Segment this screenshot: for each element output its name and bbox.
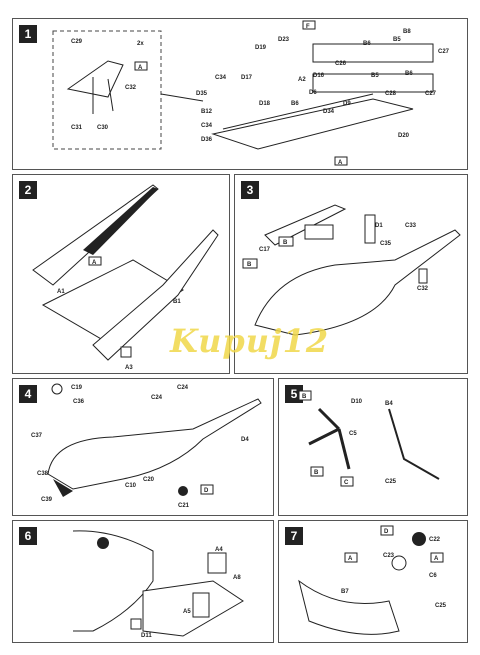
svg-text:C27: C27 xyxy=(438,49,450,55)
step-7-panel: 7 D C22 A C23 A C6 C25 B7 xyxy=(278,520,468,643)
step-5-drawing: B D10 B4 C5 B C C25 xyxy=(298,390,440,487)
svg-text:A: A xyxy=(338,160,343,166)
svg-text:B1: B1 xyxy=(173,299,181,305)
svg-text:D9: D9 xyxy=(343,101,351,107)
svg-text:C24: C24 xyxy=(151,395,163,401)
svg-text:D20: D20 xyxy=(398,133,410,139)
step-2-drawing: A B1 A1 A3 xyxy=(32,184,219,371)
svg-text:D11: D11 xyxy=(141,633,152,639)
svg-text:D34: D34 xyxy=(323,109,335,115)
step-4-drawing: C19 C36 C24 C37 C24 D4 C38 C39 C10 C20 D… xyxy=(31,383,262,509)
svg-text:D23: D23 xyxy=(278,37,290,43)
svg-text:C34: C34 xyxy=(215,75,227,81)
svg-text:A: A xyxy=(434,556,439,562)
svg-text:C36: C36 xyxy=(73,399,85,405)
step-number: 3 xyxy=(241,181,259,199)
svg-text:C31: C31 xyxy=(71,125,83,131)
svg-text:B5: B5 xyxy=(371,73,379,79)
svg-text:B: B xyxy=(302,394,307,400)
svg-text:B8: B8 xyxy=(403,29,411,35)
svg-text:A4: A4 xyxy=(215,547,223,553)
step-4-panel: 4 C19 C36 C24 C37 C24 D4 C38 C39 C10 C20… xyxy=(12,378,274,516)
svg-text:C32: C32 xyxy=(125,85,137,91)
svg-text:A1: A1 xyxy=(57,289,65,295)
svg-text:D17: D17 xyxy=(241,75,253,81)
svg-text:A: A xyxy=(348,556,353,562)
svg-text:D18: D18 xyxy=(259,101,271,107)
svg-text:C39: C39 xyxy=(41,497,53,503)
svg-text:A3: A3 xyxy=(125,365,133,371)
scale-label: 2x xyxy=(137,41,144,47)
svg-text:C6: C6 xyxy=(429,573,437,579)
step-7-drawing: D C22 A C23 A C6 C25 B7 xyxy=(298,525,447,635)
svg-text:C5: C5 xyxy=(349,431,357,437)
svg-text:C21: C21 xyxy=(178,503,190,509)
svg-text:C: C xyxy=(344,480,349,486)
svg-text:C33: C33 xyxy=(405,223,417,229)
svg-text:C17: C17 xyxy=(259,247,271,253)
svg-text:C38: C38 xyxy=(37,471,49,477)
svg-text:C19: C19 xyxy=(71,385,83,391)
svg-text:C26: C26 xyxy=(335,61,347,67)
svg-text:C34: C34 xyxy=(201,123,213,129)
svg-text:C22: C22 xyxy=(429,537,441,543)
step-number: 6 xyxy=(19,527,37,545)
svg-text:A: A xyxy=(138,65,143,71)
svg-text:D: D xyxy=(204,488,209,494)
svg-text:D36: D36 xyxy=(201,137,213,143)
svg-text:D35: D35 xyxy=(196,91,208,97)
svg-text:A: A xyxy=(92,260,97,266)
svg-text:C28: C28 xyxy=(385,91,397,97)
svg-text:D16: D16 xyxy=(313,73,325,79)
svg-text:B: B xyxy=(314,470,319,476)
step-3-drawing: B B D1 C17 C35 C33 C32 xyxy=(242,204,461,336)
step-3-panel: 3 B B D1 C17 C35 C33 C32 xyxy=(234,174,468,374)
svg-text:D: D xyxy=(384,529,389,535)
watermark: Kupuj12 xyxy=(170,322,330,360)
step-6-panel: 6 A4 A8 A5 D11 xyxy=(12,520,274,643)
svg-text:C25: C25 xyxy=(435,603,447,609)
svg-text:B6: B6 xyxy=(405,71,413,77)
svg-text:C37: C37 xyxy=(31,433,43,439)
svg-text:B5: B5 xyxy=(393,37,401,43)
svg-text:D10: D10 xyxy=(351,399,363,405)
svg-text:B4: B4 xyxy=(385,401,393,407)
svg-text:D19: D19 xyxy=(255,45,267,51)
step-1-panel: 1 2x C29 C32 C31 C30 A D19 D23 F B8 B5 B… xyxy=(12,18,468,170)
svg-text:C10: C10 xyxy=(125,483,137,489)
svg-text:C27: C27 xyxy=(425,91,437,97)
svg-text:B: B xyxy=(283,240,288,246)
svg-text:C35: C35 xyxy=(380,241,392,247)
svg-text:B: B xyxy=(247,262,252,268)
svg-text:C23: C23 xyxy=(383,553,395,559)
svg-text:F: F xyxy=(306,24,310,30)
step-number: 2 xyxy=(19,181,37,199)
step-1-drawing: 2x C29 C32 C31 C30 A D19 D23 F B8 B5 B6 … xyxy=(52,20,450,166)
svg-text:B12: B12 xyxy=(201,109,213,115)
svg-text:A2: A2 xyxy=(298,77,306,83)
svg-text:A8: A8 xyxy=(233,575,241,581)
step-number: 1 xyxy=(19,25,37,43)
svg-text:D6: D6 xyxy=(309,90,317,96)
step-2-panel: 2 A B1 A1 A3 xyxy=(12,174,230,374)
step-6-drawing: A4 A8 A5 D11 xyxy=(72,530,244,639)
step-number: 7 xyxy=(285,527,303,545)
svg-text:C20: C20 xyxy=(143,477,155,483)
svg-text:C25: C25 xyxy=(385,479,397,485)
svg-text:D4: D4 xyxy=(241,437,249,443)
svg-text:D1: D1 xyxy=(375,223,383,229)
step-5-panel: 5 B D10 B4 C5 B C C25 xyxy=(278,378,468,516)
svg-text:B6: B6 xyxy=(291,101,299,107)
svg-text:C32: C32 xyxy=(417,286,429,292)
svg-text:B6: B6 xyxy=(363,41,371,47)
step-number: 4 xyxy=(19,385,37,403)
svg-text:C30: C30 xyxy=(97,125,109,131)
svg-text:C24: C24 xyxy=(177,385,189,391)
svg-text:C29: C29 xyxy=(71,39,83,45)
svg-text:A5: A5 xyxy=(183,609,191,615)
svg-text:B7: B7 xyxy=(341,589,349,595)
